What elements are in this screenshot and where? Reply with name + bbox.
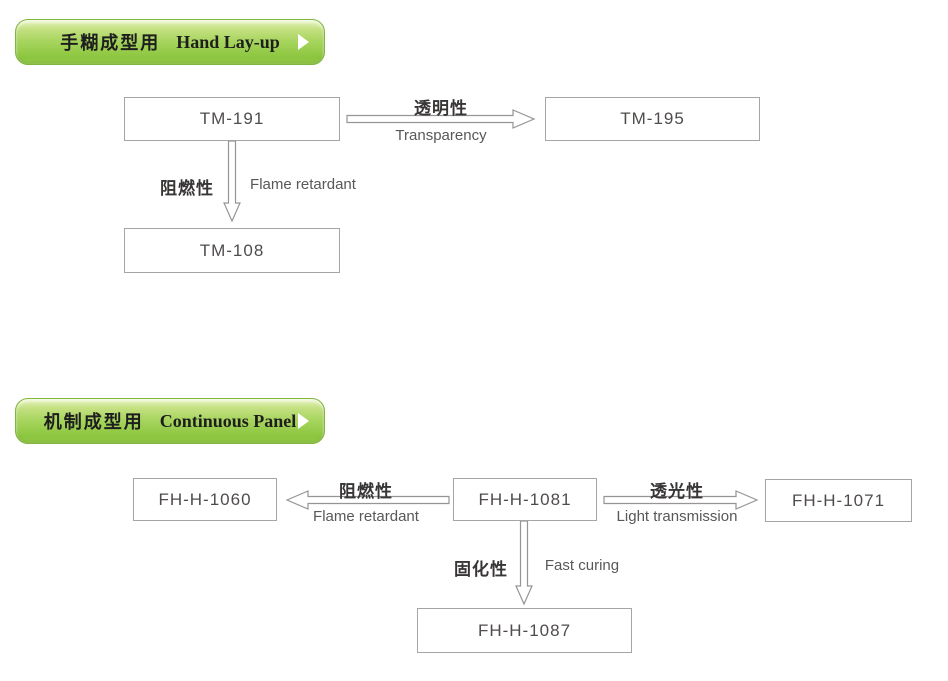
product-label: TM-191: [199, 109, 265, 128]
edge-label-flame-retardant-cn: 阻燃性: [339, 482, 393, 501]
section-title-cn: 手糊成型用: [60, 33, 161, 53]
product-label: FH-H-1060: [158, 489, 252, 509]
edge-label-flame-retardant-cn: 阻燃性: [160, 179, 214, 198]
section-header-hand-layup: 手糊成型用 Hand Lay-up: [15, 19, 325, 65]
product-box-tm-108: TM-108: [124, 228, 340, 273]
edge-label-transparency-en: Transparency: [395, 127, 487, 144]
product-box-fh-h-1060: FH-H-1060: [133, 478, 277, 521]
arrow-down-flame-retardant-icon: [223, 141, 241, 223]
play-triangle-icon: [298, 413, 309, 429]
product-box-tm-195: TM-195: [545, 97, 760, 141]
section-title-cn: 机制成型用: [43, 412, 144, 432]
section-title-en: Hand Lay-up: [176, 31, 280, 52]
product-label: FH-H-1087: [477, 620, 572, 640]
product-box-fh-h-1081: FH-H-1081: [453, 478, 597, 521]
edge-label-fast-curing-cn: 固化性: [454, 560, 508, 579]
section-header-continuous-panel: 机制成型用 Continuous Panel: [15, 398, 325, 444]
product-box-fh-h-1087: FH-H-1087: [417, 608, 632, 653]
edge-label-light-transmission-en: Light transmission: [616, 508, 738, 525]
arrow-right-transparency-icon: [346, 109, 536, 129]
arrow-down-fast-curing-icon: [515, 521, 533, 606]
product-label: FH-H-1081: [478, 489, 572, 509]
product-box-fh-h-1071: FH-H-1071: [765, 479, 912, 522]
edge-label-light-transmission-cn: 透光性: [650, 482, 704, 501]
edge-label-flame-retardant-en: Flame retardant: [250, 176, 356, 193]
product-box-tm-191: TM-191: [124, 97, 340, 141]
edge-label-transparency-cn: 透明性: [414, 99, 468, 118]
edge-label-flame-retardant-en: Flame retardant: [313, 508, 419, 525]
product-label: TM-195: [620, 109, 685, 128]
product-label: FH-H-1071: [791, 490, 886, 510]
product-label: TM-108: [199, 240, 265, 260]
play-triangle-icon: [298, 34, 309, 50]
arrow-left-flame-retardant-icon: [286, 490, 450, 510]
edge-label-fast-curing-en: Fast curing: [544, 557, 620, 574]
section-title-en: Continuous Panel: [159, 410, 297, 431]
arrow-right-light-transmission-icon: [603, 490, 759, 510]
